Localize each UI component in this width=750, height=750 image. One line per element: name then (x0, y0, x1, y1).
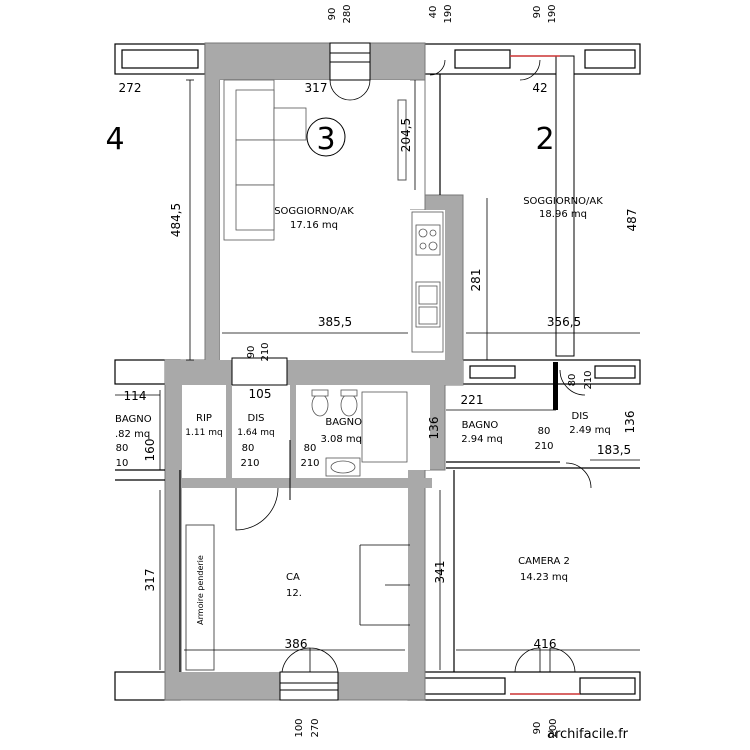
dim-356-5: 356,5 (547, 315, 581, 329)
rip-name: RIP (196, 413, 212, 424)
dim-80a: 80 (567, 374, 578, 387)
dis-left-area: 1.64 mq (237, 428, 274, 438)
dis-left-name: DIS (248, 413, 265, 424)
bagno-right-area: 2.94 mq (461, 434, 503, 445)
dim-136-right: 136 (623, 411, 637, 434)
dim-341: 341 (433, 561, 447, 584)
dim-80c: 80 (304, 443, 317, 454)
living-2-name: SOGGIORNO/AK (523, 196, 603, 207)
living-3-area: 17.16 mq (290, 220, 338, 231)
living-cabinet (397, 99, 407, 181)
dim-204-5: 204,5 (399, 118, 413, 152)
wardrobe (185, 524, 215, 671)
dim-90d: 90 (532, 722, 543, 735)
dim-190b: 190 (547, 4, 558, 23)
dim-100: 100 (294, 718, 305, 737)
dim-317-top: 317 (305, 81, 328, 95)
dim-487: 487 (625, 209, 639, 232)
dim-80d: 80 (116, 443, 129, 454)
dim-281: 281 (469, 269, 483, 292)
bottom-door-swing (281, 647, 339, 673)
camera-2-area: 14.23 mq (520, 572, 568, 583)
dim-114: 114 (124, 389, 147, 403)
sofa (223, 79, 307, 241)
bathroom-fixtures (311, 389, 408, 477)
dim-160: 160 (143, 439, 157, 462)
dim-90c: 90 (246, 346, 257, 359)
dim-210d: 210 (300, 458, 319, 469)
mid-door-opening (231, 357, 288, 386)
bagno-right-name: BAGNO (462, 420, 499, 431)
partition-wall-v1 (226, 385, 232, 478)
mid-wall (165, 360, 463, 385)
dim-183-5: 183,5 (597, 443, 631, 457)
partition-wall-h (182, 478, 432, 488)
dim-210a: 210 (260, 342, 271, 361)
dim-42: 42 (532, 81, 547, 95)
column-right (555, 55, 575, 357)
right-door-swing-top (429, 59, 541, 81)
living-3-name: SOGGIORNO/AK (274, 206, 354, 217)
dim-80e: 80 (538, 426, 551, 437)
right-door-leaf (553, 362, 558, 410)
dim-210e: 210 (534, 441, 553, 452)
partition-wall-v2 (290, 385, 296, 478)
room-number-4: 4 (105, 122, 124, 157)
watermark: archifacile.fr (547, 727, 629, 742)
dim-280: 280 (342, 4, 353, 23)
dim-385-5: 385,5 (318, 315, 352, 329)
dim-105: 105 (249, 387, 272, 401)
wardrobe-label: Armoire penderie (196, 555, 205, 625)
right-door-swing-mid (559, 369, 586, 396)
rip-area: 1.11 mq (185, 428, 222, 438)
dis-right-name: DIS (572, 411, 589, 422)
bagno-center-area: 3.08 mq (320, 434, 362, 445)
dim-90b: 90 (532, 6, 543, 19)
dim-40: 40 (428, 6, 439, 19)
dim-210b: 210 (583, 370, 594, 389)
kitchen-counter (411, 211, 444, 353)
dim-210c: 210 (240, 458, 259, 469)
dim-10: 10 (116, 458, 129, 469)
dim-80b: 80 (242, 443, 255, 454)
dim-272: 272 (119, 81, 142, 95)
dimension-lines (115, 79, 640, 670)
dim-317-left: 317 (143, 569, 157, 592)
dim-190a: 190 (443, 4, 454, 23)
dim-270: 270 (310, 718, 321, 737)
bed (359, 544, 410, 626)
bagno-left-area: .82 mq (115, 429, 150, 440)
dim-200: 200 (548, 718, 559, 737)
camera-2-name: CAMERA 2 (518, 556, 570, 567)
living-2-area: 18.96 mq (539, 209, 587, 220)
right-door-swing-low (565, 462, 592, 489)
dim-221: 221 (461, 393, 484, 407)
bagno-center-name: BAGNO (325, 417, 362, 428)
bottom-window (279, 671, 339, 701)
camera-left-name: CA (286, 572, 300, 583)
dim-136-center: 136 (427, 417, 441, 440)
dim-416: 416 (534, 637, 557, 651)
bagno-left-name: BAGNO (115, 414, 152, 425)
bedroom-door-swing (235, 487, 279, 531)
dim-90a: 90 (327, 8, 338, 21)
room-number-2: 2 (535, 122, 554, 157)
right-apartment-walls (115, 74, 640, 672)
bottom-right-door-swing (514, 647, 576, 673)
camera-left-area: 12. (286, 588, 302, 599)
dis-right-area: 2.49 mq (569, 425, 611, 436)
top-door-swing (329, 79, 371, 101)
room-number-3: 3 (316, 122, 335, 157)
dim-484-5: 484,5 (169, 203, 183, 237)
dim-386: 386 (285, 637, 308, 651)
room-number-3-circle (306, 117, 346, 157)
